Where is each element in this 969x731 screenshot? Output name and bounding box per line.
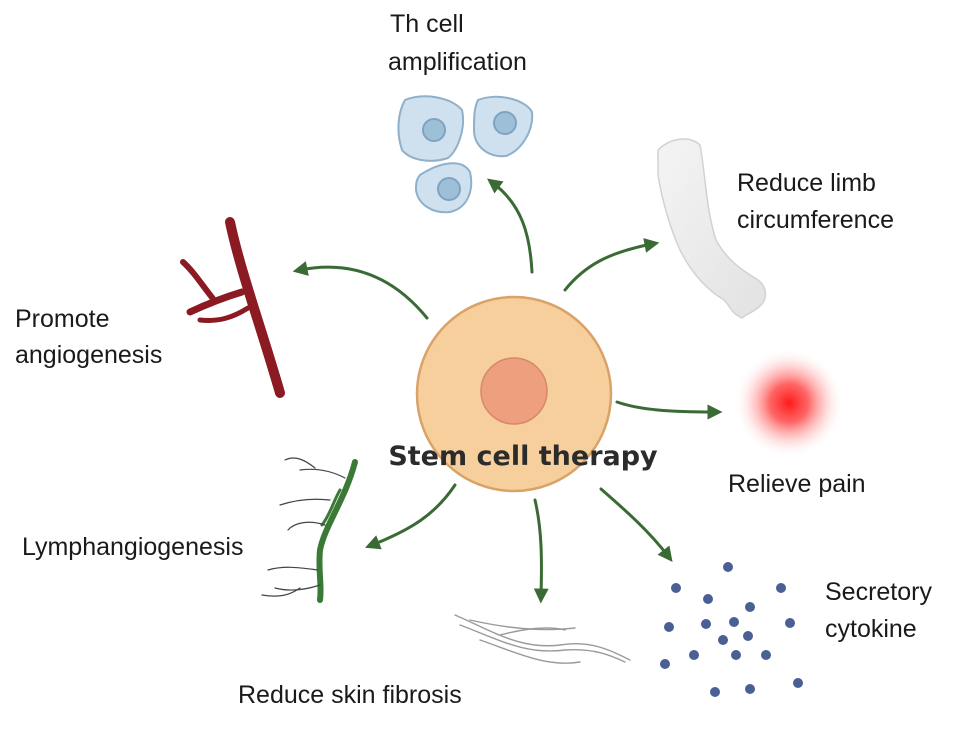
th-cell-icon (397, 95, 534, 214)
lymph-branches (261, 457, 346, 597)
fibrosis-label: Reduce skin fibrosis (238, 681, 462, 709)
arrow-to-pain (615, 400, 723, 420)
stem-cell (415, 295, 613, 493)
pain-icon (734, 348, 844, 458)
arm-icon (657, 138, 767, 319)
th-cell-label-line2: amplification (388, 48, 527, 76)
arrow-to-th-cell (487, 178, 534, 274)
fibrosis-icon (454, 614, 631, 664)
pain-label: Relieve pain (728, 470, 866, 498)
arrow-to-fibrosis (533, 498, 549, 604)
stem-cell-nucleus (480, 357, 548, 425)
arrow-to-limb (563, 238, 660, 292)
arrow-to-angiogenesis (292, 261, 429, 320)
angio-label-line2: angiogenesis (15, 341, 162, 369)
limb-label-line2: circumference (737, 206, 894, 234)
limb-label-line1: Reduce limb (737, 169, 876, 197)
blood-vessel-icon (180, 217, 285, 398)
angio-label-line1: Promote (15, 305, 109, 333)
cytokine-label-line2: cytokine (825, 615, 917, 643)
cytokine-dots-icon (660, 562, 803, 697)
cytokine-label-line1: Secretory (825, 578, 932, 606)
arrow-to-lymphangiogenesis (365, 483, 457, 550)
lymph-label: Lymphangiogenesis (22, 533, 243, 561)
lymph-vessel-icon (316, 459, 358, 603)
arrow-to-cytokine (599, 487, 673, 562)
arrows (292, 178, 723, 604)
th-cell-label-line1: Th cell (390, 10, 464, 38)
center-label: Stem cell therapy (388, 441, 658, 472)
